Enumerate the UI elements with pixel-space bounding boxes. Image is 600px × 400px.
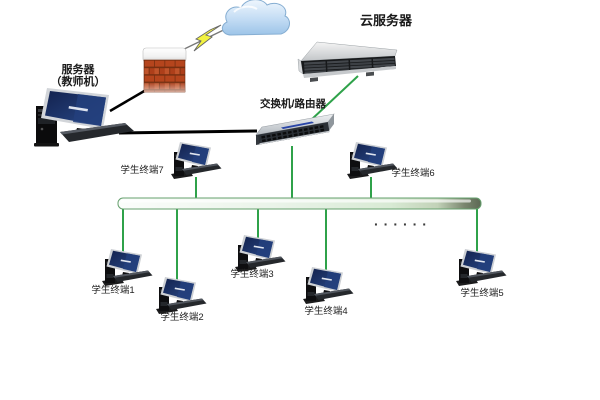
firewall-icon xyxy=(142,47,187,93)
student-workstation-2-icon xyxy=(156,277,207,314)
internet-cloud-icon xyxy=(221,0,290,36)
teacher-workstation-icon xyxy=(34,88,134,147)
student-terminal-6-label: 学生终端6 xyxy=(391,168,435,179)
rack-server-icon xyxy=(297,41,398,82)
link-switch-cloudserver xyxy=(310,75,359,121)
network-bus-bar xyxy=(117,197,482,210)
student-terminal-4-label: 学生终端4 xyxy=(304,306,348,317)
student-terminal-7-label: 学生终端7 xyxy=(120,165,164,176)
student-workstation-3-icon xyxy=(235,235,286,272)
student-terminal-5-label: 学生终端5 xyxy=(460,288,504,299)
link-firewall-teacher xyxy=(109,88,147,113)
student-workstation-4-icon xyxy=(303,267,354,304)
student-workstation-5-icon xyxy=(456,249,507,286)
more-terminals-ellipsis: ······ xyxy=(374,216,432,232)
lightning-icon xyxy=(193,24,222,52)
teacher-server-label-line2: （教师机） xyxy=(50,76,106,88)
student-workstation-7-icon xyxy=(171,142,222,179)
student-terminal-1-label: 学生终端1 xyxy=(91,285,135,296)
student-terminal-3-label: 学生终端3 xyxy=(230,269,274,280)
student-workstation-1-icon xyxy=(102,249,153,286)
student-terminal-2-label: 学生终端2 xyxy=(160,312,204,323)
switch-router-label: 交换机/路由器 xyxy=(260,98,326,110)
cloud-server-label: 云服务器 xyxy=(359,13,412,28)
switch-router-icon xyxy=(255,113,335,145)
teacher-server-label-line1: 服务器 xyxy=(61,64,95,76)
link-teacher-switch xyxy=(118,129,258,135)
